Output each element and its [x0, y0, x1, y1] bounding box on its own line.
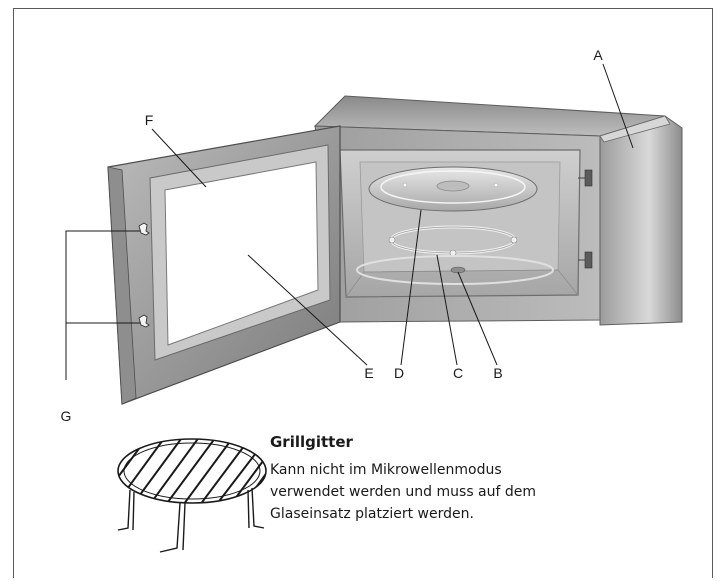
grill-rack-illustration: [117, 438, 267, 553]
leader-lines: [65, 63, 634, 380]
leader-d: [400, 209, 422, 366]
door-edge: [107, 166, 137, 405]
turntable-inner-rim: [380, 170, 526, 204]
label-e: E: [364, 365, 373, 381]
control-panel: [599, 115, 683, 326]
door-hook-upper: [138, 222, 150, 236]
grill-rack-leg-right: [247, 487, 265, 529]
label-c: C: [453, 365, 463, 381]
label-g: G: [61, 408, 72, 424]
latch-slot-lower: [584, 251, 593, 269]
leader-g: [65, 230, 140, 380]
roller-ring: [388, 225, 518, 257]
label-f: F: [145, 112, 154, 128]
page-frame: [13, 8, 713, 578]
grill-rack-leg-left: [117, 489, 135, 531]
label-b: B: [493, 365, 502, 381]
turntable-dot-left: [402, 182, 408, 188]
control-panel-top-strip: [599, 115, 671, 143]
label-d: D: [394, 365, 404, 381]
leader-b: [457, 271, 498, 366]
grill-rack-leg-center: [159, 502, 186, 553]
roller-wheel-left: [388, 236, 396, 244]
open-door: [107, 125, 341, 405]
part-labels: A F E D C B G: [61, 47, 604, 424]
leader-f: [151, 128, 207, 188]
door-window: [164, 161, 319, 346]
turntable-hub: [436, 180, 470, 192]
turntable-dot-right: [493, 182, 499, 188]
leader-c: [436, 254, 458, 366]
floor-ring: [356, 255, 554, 285]
leader-e: [247, 254, 368, 366]
roller-wheel-right: [510, 236, 518, 244]
glass-turntable: [368, 166, 538, 212]
leader-a: [602, 63, 634, 149]
grill-rack-inner-rim: [123, 442, 261, 500]
latch-slot-upper: [584, 169, 593, 187]
grill-rack-description: Kann nicht im Mikrowellenmodus verwendet…: [270, 462, 537, 522]
door-hook-lower: [138, 314, 150, 328]
grill-rack-title: Grillgitter: [270, 433, 353, 451]
drive-coupler: [356, 255, 554, 285]
label-a: A: [593, 47, 603, 63]
grill-rack-rim: [117, 438, 267, 504]
